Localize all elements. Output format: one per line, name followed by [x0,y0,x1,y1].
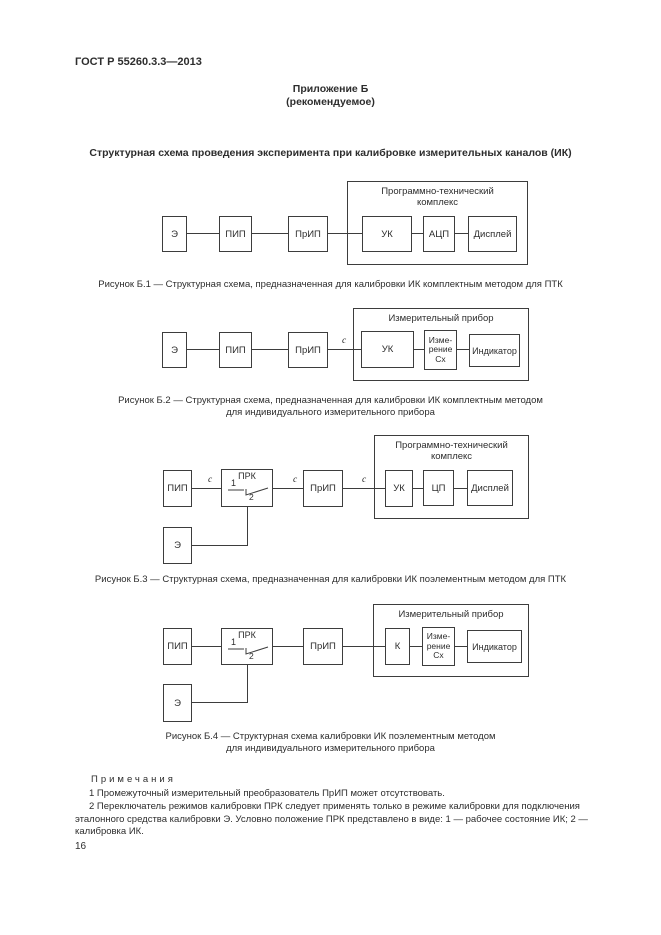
connector-line [328,349,361,350]
block-uk-b2: УК [361,331,414,368]
etalon-connector-horizontal [192,702,248,703]
connector-line [412,233,423,234]
connector-line [413,488,423,489]
note-item-2: 2 Переключатель режимов калибровки ПРК с… [75,801,588,837]
connector-line [414,349,424,350]
figure-caption-b2-line1: Рисунок Б.2 — Структурная схема, предназ… [118,395,543,406]
connector-line [454,488,467,489]
annex-title: Приложение Б [292,83,369,95]
block-display-b3: Дисплей [467,470,513,506]
connector-line [252,233,288,234]
measure-line1: Изме- [426,631,451,642]
section-title: Структурная схема проведения эксперимент… [89,147,572,159]
prk-switch-lever [228,646,269,655]
block-prip-b4: ПрИП [303,628,343,665]
container-title-b3: Программно-технический комплекс [395,440,508,462]
etalon-connector-vertical [247,665,248,703]
block-prk-switch-b3: ПРК 1 2 [221,469,273,507]
measure-line3: Сх [435,353,446,364]
prk-label: ПРК [238,630,256,640]
block-k-b4: К [385,628,410,665]
prk-position-1: 1 [231,637,237,647]
etalon-connector-horizontal [192,545,248,546]
prk-switch-lever [228,487,269,496]
figure-caption-b4-line1: Рисунок Б.4 — Структурная схема калибров… [165,731,496,742]
document-header: ГОСТ Р 55260.3.3—2013 [75,56,202,68]
connector-label-c: c [362,475,367,485]
etalon-connector-vertical [247,507,248,546]
connector-line [192,488,221,489]
connector-line [343,488,385,489]
connector-line [455,646,467,647]
measure-line1: Изме- [428,334,453,345]
block-etalon-b3: Э [163,527,192,564]
block-pip-b3: ПИП [163,470,192,507]
block-etalon-b1: Э [162,216,187,252]
connector-line [343,646,385,647]
connector-line [187,233,219,234]
measure-line3: Сх [433,650,444,661]
block-pip-b1: ПИП [219,216,252,252]
container-title-b4: Измерительный прибор [398,609,504,620]
page-number: 16 [75,841,87,852]
block-uk-b1: УК [362,216,412,252]
figure-caption-b4-line2: для индивидуального измерительного прибо… [226,743,435,754]
block-prip-b2: ПрИП [288,332,328,368]
block-indicator-b4: Индикатор [467,630,522,663]
connector-line [192,646,221,647]
block-pip-b2: ПИП [219,332,252,368]
prk-position-1: 1 [231,478,237,488]
block-etalon-b2: Э [162,332,187,368]
connector-line [457,349,469,350]
block-acp-b1: АЦП [423,216,455,252]
connector-label-c: c [342,336,347,346]
container-title-b2: Измерительный прибор [388,313,494,324]
connector-label-c: c [293,475,298,485]
notes-title: Примечания [91,774,176,785]
block-prk-switch-b4: ПРК 1 2 [221,628,273,665]
connector-line [187,349,219,350]
connector-line [252,349,288,350]
block-uk-b3: УК [385,470,413,507]
notes-section: Примечания 1 Промежуточный измерительный… [75,774,591,839]
prk-position-2: 2 [249,651,254,661]
connector-line [455,233,468,234]
connector-line [273,646,303,647]
container-title-b1: Программно-технический комплекс [381,186,494,208]
note-item-1: 1 Промежуточный измерительный преобразов… [89,787,445,799]
connector-line [273,488,303,489]
connector-line [410,646,422,647]
measure-line2: рение [428,344,453,355]
figure-caption-b2-line2: для индивидуального измерительного прибо… [226,407,435,418]
prk-position-2: 2 [249,492,254,502]
block-cp-b3: ЦП [423,470,454,506]
annex-subtitle: (рекомендуемое) [286,96,375,108]
measure-line2: рение [426,640,451,651]
block-prip-b1: ПрИП [288,216,328,252]
prk-label: ПРК [238,471,256,481]
figure-caption-b3: Рисунок Б.3 — Структурная схема, предназ… [94,574,567,585]
block-prip-b3: ПрИП [303,470,343,507]
block-display-b1: Дисплей [468,216,517,252]
figure-caption-b1: Рисунок Б.1 — Структурная схема, предназ… [98,279,563,290]
block-indicator-b2: Индикатор [469,334,520,367]
connector-line [328,233,362,234]
block-measure-cx-b4: Изме- рение Сх [422,627,455,666]
connector-label-c: c [208,475,213,485]
block-pip-b4: ПИП [163,628,192,665]
block-measure-cx-b2: Изме- рение Сх [424,330,457,370]
block-etalon-b4: Э [163,684,192,722]
